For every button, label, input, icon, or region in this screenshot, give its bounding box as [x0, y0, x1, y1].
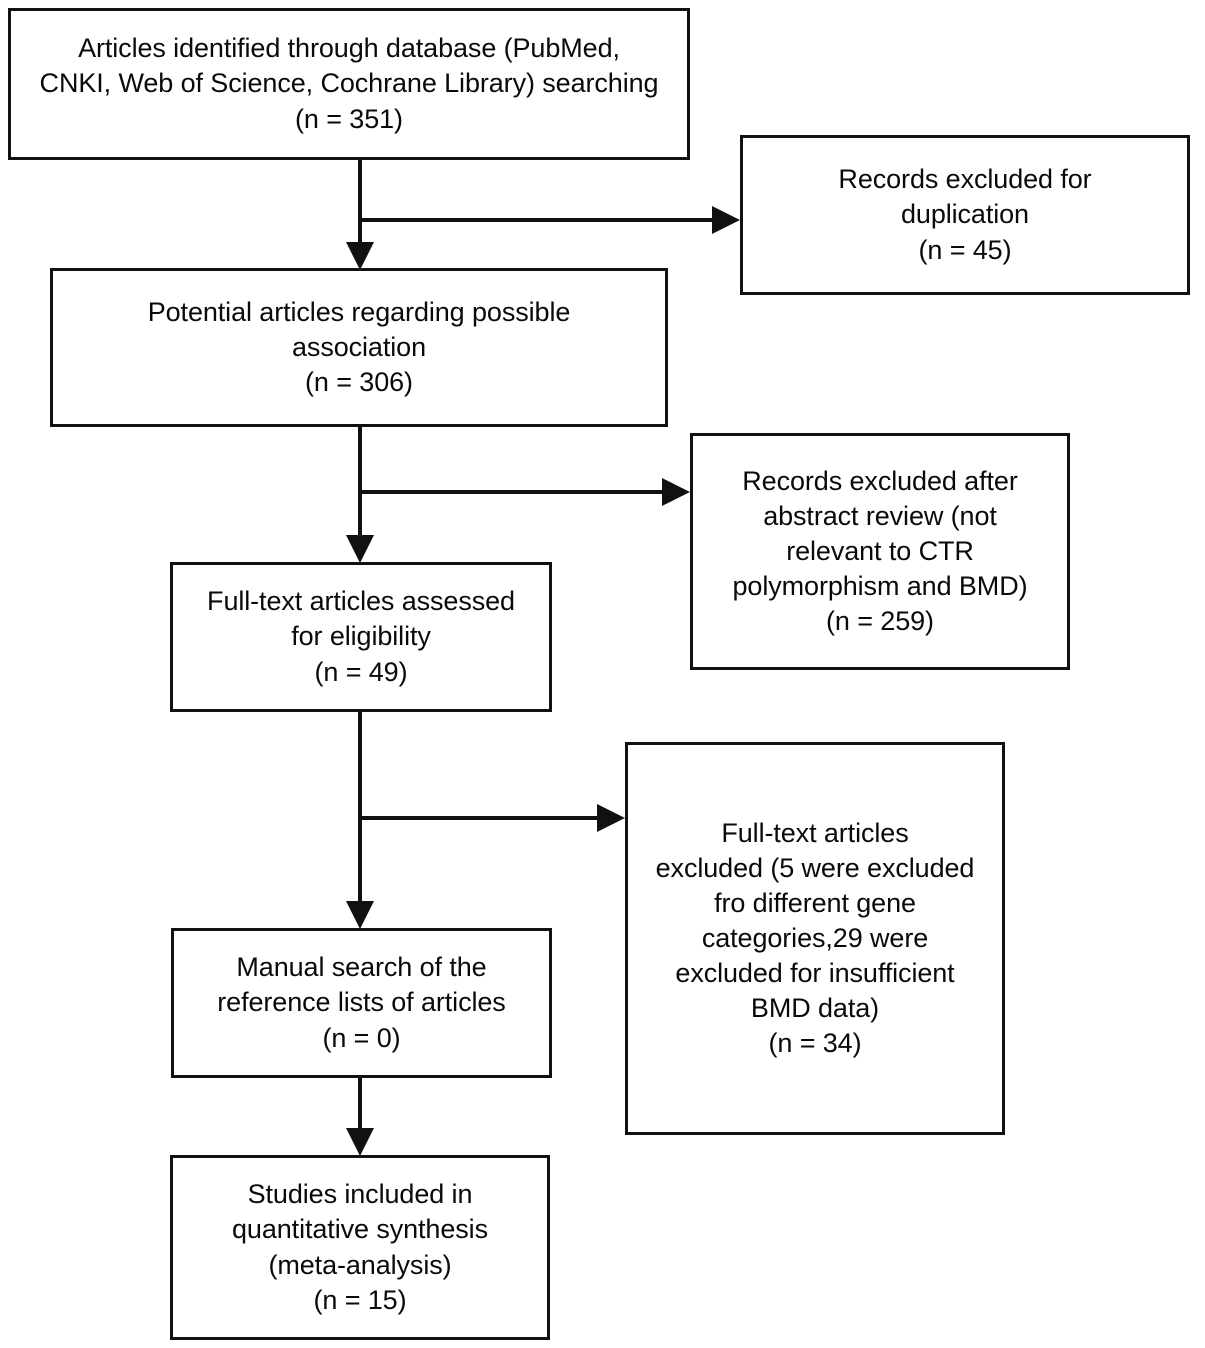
edge-identified-to-potential-arrowhead [346, 242, 374, 270]
edge-identified-to-duplicates-arrowhead [712, 206, 740, 234]
node-potential-articles: Potential articles regarding possible as… [50, 268, 668, 427]
node-manual-search-label: Manual search of the reference lists of … [217, 952, 506, 1053]
node-fulltext-articles-assessed-label: Full-text articles assessed for eligibil… [207, 586, 515, 687]
edge-manual-to-included-arrowhead [346, 1128, 374, 1156]
node-fulltext-articles-excluded: Full-text articles excluded (5 were excl… [625, 742, 1005, 1135]
node-studies-included: Studies included in quantitative synthes… [170, 1155, 550, 1340]
edge-fulltext-to-manual-arrowhead [346, 901, 374, 929]
node-articles-identified: Articles identified through database (Pu… [8, 8, 690, 160]
node-records-excluded-abstract-review: Records excluded after abstract review (… [690, 433, 1070, 670]
node-potential-articles-label: Potential articles regarding possible as… [147, 296, 571, 398]
node-articles-identified-label: Articles identified through database (Pu… [39, 33, 659, 134]
edge-potential-to-fulltext-arrowhead [346, 535, 374, 563]
node-records-excluded-abstract-review-label: Records excluded after abstract review (… [732, 465, 1028, 637]
edge-potential-to-abstract-arrowhead [662, 478, 690, 506]
node-records-excluded-duplication-label: Records excluded for duplication (n = 45… [838, 164, 1092, 265]
node-fulltext-articles-assessed: Full-text articles assessed for eligibil… [170, 562, 552, 712]
node-manual-search: Manual search of the reference lists of … [171, 928, 552, 1078]
node-fulltext-articles-excluded-label: Full-text articles excluded (5 were excl… [655, 817, 975, 1059]
node-studies-included-label: Studies included in quantitative synthes… [232, 1179, 488, 1315]
edge-fulltext-to-excluded-arrowhead [597, 804, 625, 832]
node-records-excluded-duplication: Records excluded for duplication (n = 45… [740, 135, 1190, 295]
